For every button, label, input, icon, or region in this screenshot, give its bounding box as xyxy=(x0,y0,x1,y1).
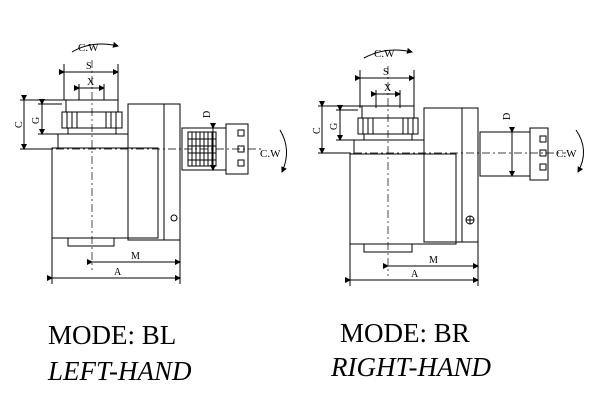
left-hand-holder-drawing: C.W S X xyxy=(14,41,287,284)
bl-dim-g-label: G xyxy=(31,117,42,124)
br-side-rotation-arrow: C.W xyxy=(556,129,584,173)
br-dim-d-label: D xyxy=(502,113,513,120)
left-hand-subtitle: LEFT-HAND xyxy=(48,356,192,386)
right-hand-mode-title: MODE: BR xyxy=(340,318,470,348)
bl-dim-d-label: D xyxy=(202,111,213,118)
bl-screw-icon xyxy=(170,214,178,222)
left-hand-mode-title: MODE: BL xyxy=(48,320,177,350)
br-dim-g-label: G xyxy=(329,123,340,130)
br-dim-s: S xyxy=(355,67,415,108)
br-dim-a: A xyxy=(345,244,479,286)
bl-dim-x-label: X xyxy=(87,77,95,88)
br-centre-lines xyxy=(338,66,566,276)
br-side-spindle xyxy=(479,127,549,181)
br-dim-d: D xyxy=(502,113,515,177)
br-top-rotation-arrow: C.W xyxy=(363,47,413,60)
br-dim-c-label: C xyxy=(312,127,323,134)
bl-side-rotation-arrow: C.W xyxy=(260,129,287,173)
bl-top-rotation-arrow: C.W xyxy=(71,41,119,54)
bl-dim-c-label: C xyxy=(14,121,25,128)
right-hand-subtitle: RIGHT-HAND xyxy=(331,352,491,382)
bl-dim-x: X xyxy=(74,77,105,100)
bl-centre-lines xyxy=(40,60,264,270)
bl-dim-a-label: A xyxy=(114,267,122,278)
br-side-cw-label: C.W xyxy=(556,148,577,160)
bl-dim-g: G xyxy=(31,99,62,135)
bl-dim-m: M xyxy=(87,240,181,284)
br-dim-s-label: S xyxy=(383,67,389,78)
right-hand-holder-drawing: C.W S X xyxy=(312,47,584,286)
bl-side-cw-label: C.W xyxy=(260,148,281,160)
bl-housing xyxy=(51,103,181,247)
bl-dim-m-label: M xyxy=(131,251,140,262)
br-dim-m-label: M xyxy=(429,255,438,266)
bl-dim-a: A xyxy=(47,238,181,284)
br-dim-m: M xyxy=(383,242,479,286)
bl-dim-s: S xyxy=(59,61,119,100)
br-top-cw-label: C.W xyxy=(374,48,395,60)
bl-top-cw-label: C.W xyxy=(78,42,99,54)
br-dim-a-label: A xyxy=(411,269,419,280)
bl-dim-s-label: S xyxy=(86,61,92,72)
br-dim-g: G xyxy=(329,105,358,141)
